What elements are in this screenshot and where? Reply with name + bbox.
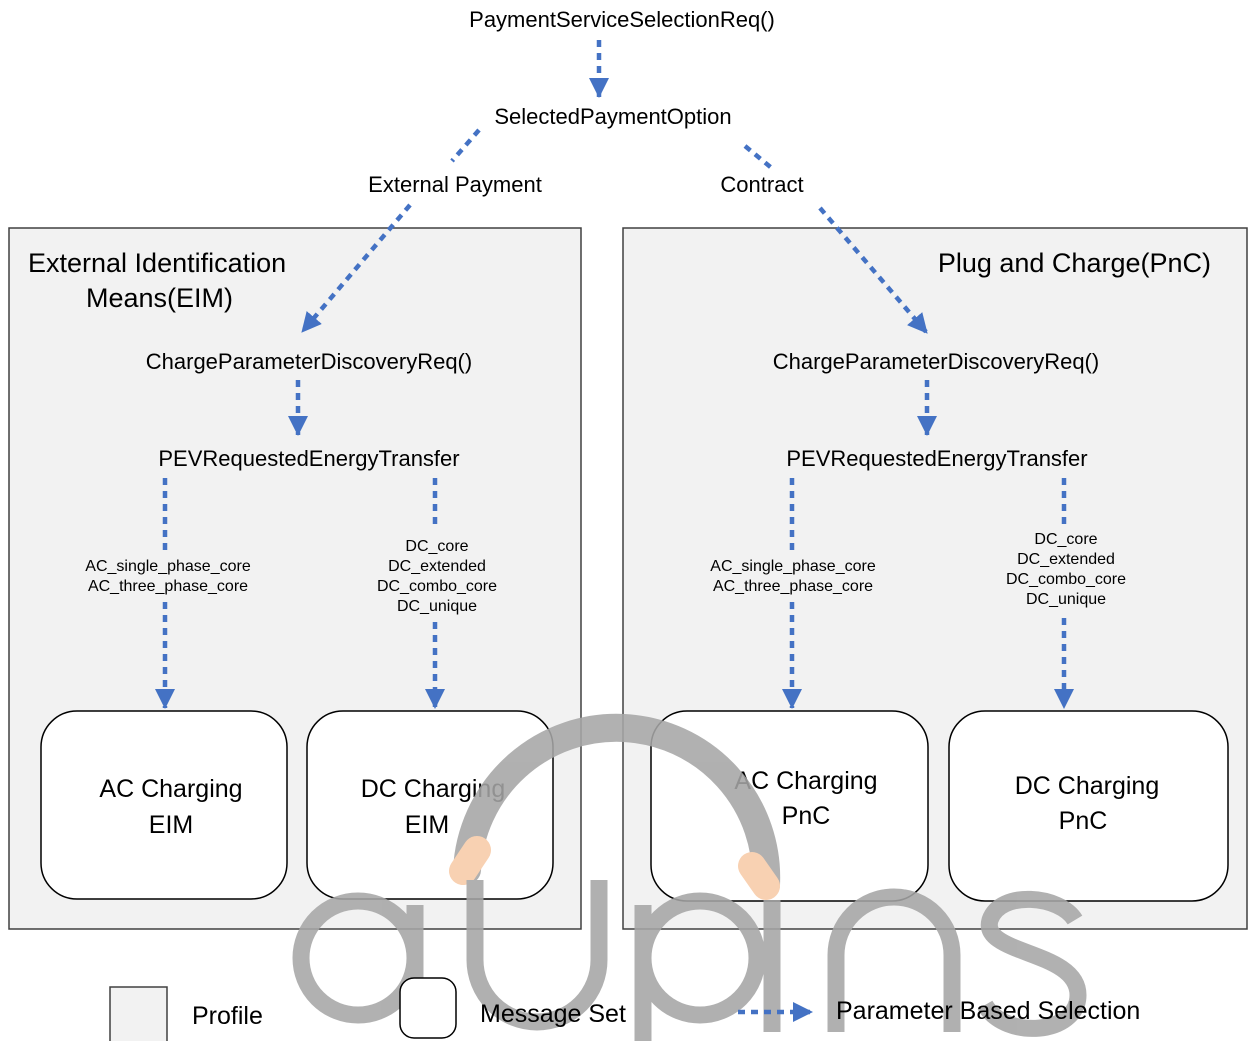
- eim-dc-option-3: DC_combo_core: [377, 578, 497, 595]
- eim-charge-parameter-discovery-req-label: ChargeParameterDiscoveryReq(): [146, 349, 472, 374]
- ac-charging-pnc-label-line2: PnC: [782, 802, 831, 830]
- external-payment-label: External Payment: [368, 172, 542, 197]
- pnc-dc-option-3: DC_combo_core: [1006, 571, 1126, 588]
- arrow-external-payment-to-eim: [300, 203, 412, 334]
- pnc-dc-option-4: DC_unique: [1026, 591, 1106, 608]
- eim-dc-option-4: DC_unique: [397, 598, 477, 615]
- contract-label: Contract: [720, 172, 803, 197]
- eim-ac-option-1: AC_single_phase_core: [85, 558, 251, 575]
- arrow-external-payment-upper: [450, 128, 481, 163]
- arrow-contract-to-pnc: [818, 206, 929, 335]
- selected-payment-option-label: SelectedPaymentOption: [494, 104, 731, 129]
- eim-dc-option-1: DC_core: [405, 538, 468, 555]
- ac-charging-pnc-label-line1: AC Charging: [734, 767, 877, 795]
- legend-profile-label: Profile: [192, 1002, 263, 1030]
- dc-charging-pnc-box: [948, 710, 1229, 902]
- pnc-ac-option-2: AC_three_phase_core: [713, 578, 873, 595]
- eim-profile-title-line1: External Identification: [28, 248, 286, 278]
- eim-ac-option-2: AC_three_phase_core: [88, 578, 248, 595]
- eim-pev-requested-energy-transfer-label: PEVRequestedEnergyTransfer: [158, 446, 459, 471]
- dc-charging-eim-label-line2: EIM: [405, 811, 449, 839]
- pnc-pev-requested-energy-transfer-label: PEVRequestedEnergyTransfer: [786, 446, 1087, 471]
- payment-service-selection-req-label: PaymentServiceSelectionReq(): [469, 7, 775, 32]
- legend-parameter-selection-label: Parameter Based Selection: [836, 997, 1140, 1025]
- aupins-logo-watermark: [292, 713, 1087, 1041]
- legend-message-set-label: Message Set: [480, 1000, 626, 1028]
- legend-message-set-swatch: [399, 977, 457, 1039]
- ac-charging-eim-label-line1: AC Charging: [99, 775, 242, 803]
- dc-charging-eim-box: [306, 710, 554, 900]
- ac-charging-eim-label-line2: EIM: [149, 811, 193, 839]
- eim-dc-option-2: DC_extended: [388, 558, 486, 575]
- dc-charging-pnc-label-line1: DC Charging: [1015, 772, 1160, 800]
- pnc-charge-parameter-discovery-req-label: ChargeParameterDiscoveryReq(): [773, 349, 1099, 374]
- pnc-ac-option-1: AC_single_phase_core: [710, 558, 876, 575]
- eim-profile-title-line2: Means(EIM): [86, 283, 233, 313]
- pnc-dc-option-2: DC_extended: [1017, 551, 1115, 568]
- ac-charging-eim-box: [40, 710, 288, 900]
- dc-charging-pnc-label-line2: PnC: [1059, 807, 1108, 835]
- legend-profile-swatch: [109, 986, 168, 1041]
- pnc-dc-option-1: DC_core: [1034, 531, 1097, 548]
- pnc-profile-title: Plug and Charge(PnC): [938, 248, 1211, 278]
- arrow-contract-upper: [743, 144, 776, 172]
